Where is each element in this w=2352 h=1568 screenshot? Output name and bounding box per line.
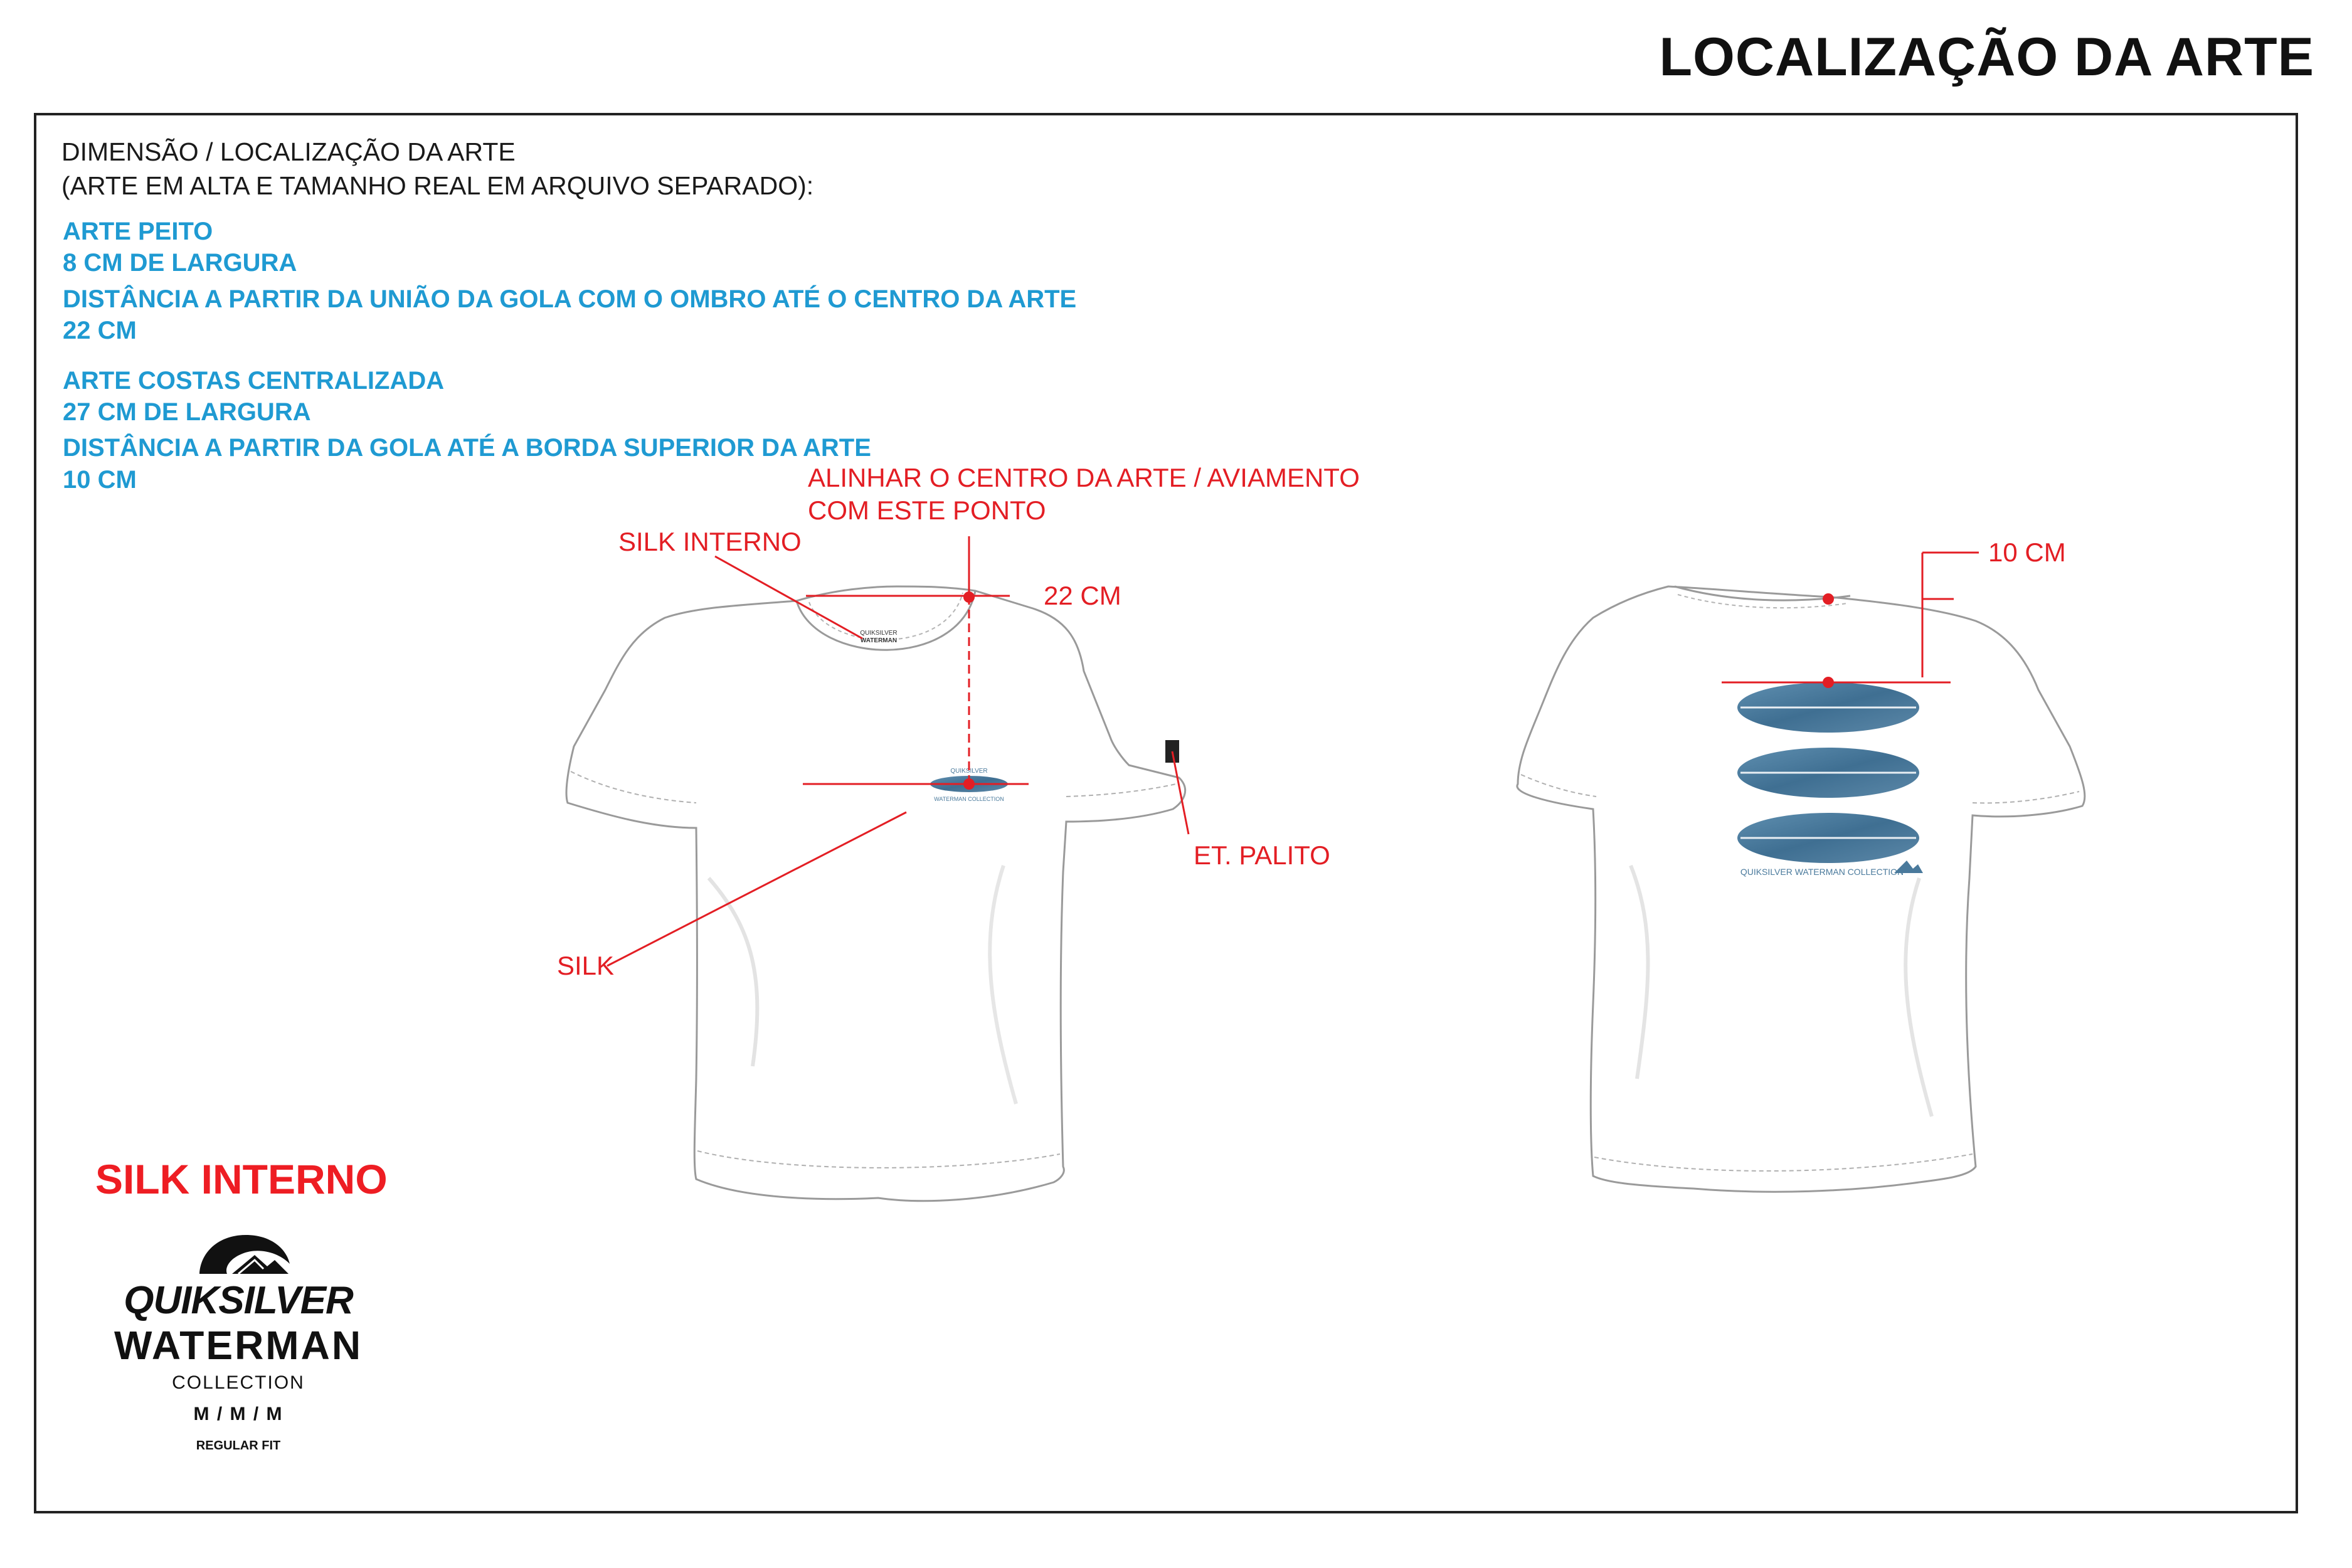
quiksilver-wave-mountain-icon [199,1235,290,1275]
front-measure-annotation: 22 CM [1044,581,1121,610]
spec-header-line1: DIMENSÃO / LOCALIZAÇÃO DA ARTE [61,137,516,166]
content-frame [34,113,2298,1513]
label-brand: QUIKSILVER [124,1279,354,1322]
back-art-distance-label: DISTÂNCIA A PARTIR DA GOLA ATÉ A BORDA S… [63,434,871,462]
back-annotations [1722,551,1979,684]
svg-text:QUIKSILVER WATERMAN COLLECTION: QUIKSILVER WATERMAN COLLECTION [1740,867,1904,877]
align-annotation-line1: ALINHAR O CENTRO DA ARTE / AVIAMENTO [808,463,1360,492]
page-title: LOCALIZAÇÃO DA ARTE [1659,27,2314,87]
chest-art-name: ARTE PEITO [63,218,213,245]
back-tshirt: QUIKSILVER WATERMAN COLLECTION [1516,585,2086,1193]
front-annotations [607,536,1190,967]
silk-interno-heading: SILK INTERNO [95,1156,388,1202]
label-fit: REGULAR FIT [196,1439,281,1453]
silk-annotation: SILK [557,951,615,980]
svg-text:QUIKSILVER: QUIKSILVER [950,768,987,775]
front-tshirt: QUIKSILVER WATERMAN QUIKSILVER WATERMAN … [565,585,1187,1202]
silk-interno-annotation: SILK INTERNO [618,527,802,556]
back-art-width: 27 CM DE LARGURA [63,398,311,426]
back-art-distance-value: 10 CM [63,466,137,494]
chest-art-width: 8 CM DE LARGURA [63,249,297,277]
svg-text:WATERMAN COLLECTION: WATERMAN COLLECTION [934,796,1004,802]
spec-header-line2: (ARTE EM ALTA E TAMANHO REAL EM ARQUIVO … [61,171,814,200]
back-art-name: ARTE COSTAS CENTRALIZADA [63,367,445,395]
label-line: WATERMAN [114,1323,363,1368]
chest-art-distance-label: DISTÂNCIA A PARTIR DA UNIÃO DA GOLA COM … [63,285,1077,313]
label-collection: COLLECTION [172,1372,305,1393]
inner-label-brand: QUIKSILVER [860,630,897,637]
inner-label-line: WATERMAN [861,637,897,644]
back-measure-annotation: 10 CM [1988,538,2066,567]
label-size: M / M / M [193,1404,283,1424]
chest-art-distance-value: 22 CM [63,317,137,344]
align-annotation-line2: COM ESTE PONTO [808,495,1046,525]
et-palito-annotation: ET. PALITO [1194,840,1330,870]
